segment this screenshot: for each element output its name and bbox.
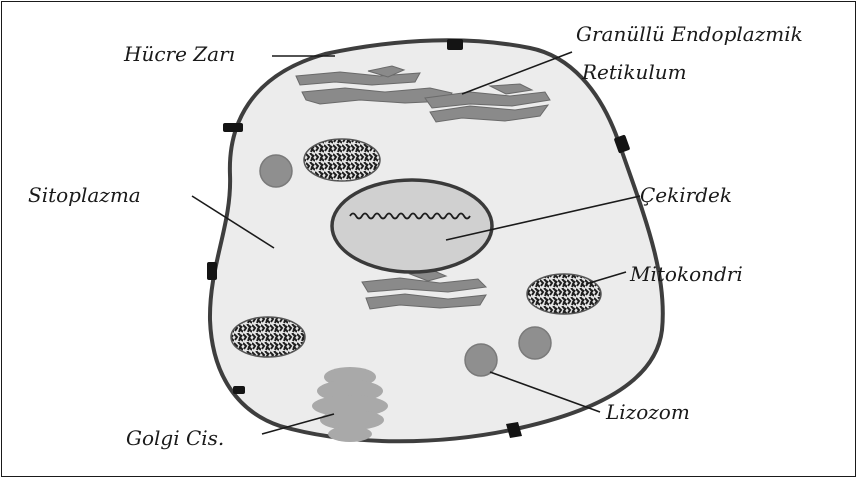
mitochondrion: [304, 139, 380, 181]
lysosome: [519, 327, 551, 359]
label-golgi: Golgi Cis.: [126, 428, 224, 448]
nucleus: [332, 180, 492, 272]
lysosome: [465, 344, 497, 376]
lysosome: [260, 155, 292, 187]
label-mitochondrion: Mitokondri: [630, 264, 743, 284]
label-rough-er-line1: Granüllü Endoplazmik: [576, 24, 803, 44]
label-cell-membrane: Hücre Zarı: [124, 44, 235, 64]
mitochondrion: [231, 317, 305, 357]
label-lysosome: Lizozom: [606, 402, 690, 422]
label-rough-er-line2: Retikulum: [582, 62, 687, 82]
label-nucleus: Çekirdek: [640, 185, 732, 205]
label-cytoplasm: Sitoplazma: [28, 185, 141, 205]
mitochondrion: [527, 274, 601, 314]
